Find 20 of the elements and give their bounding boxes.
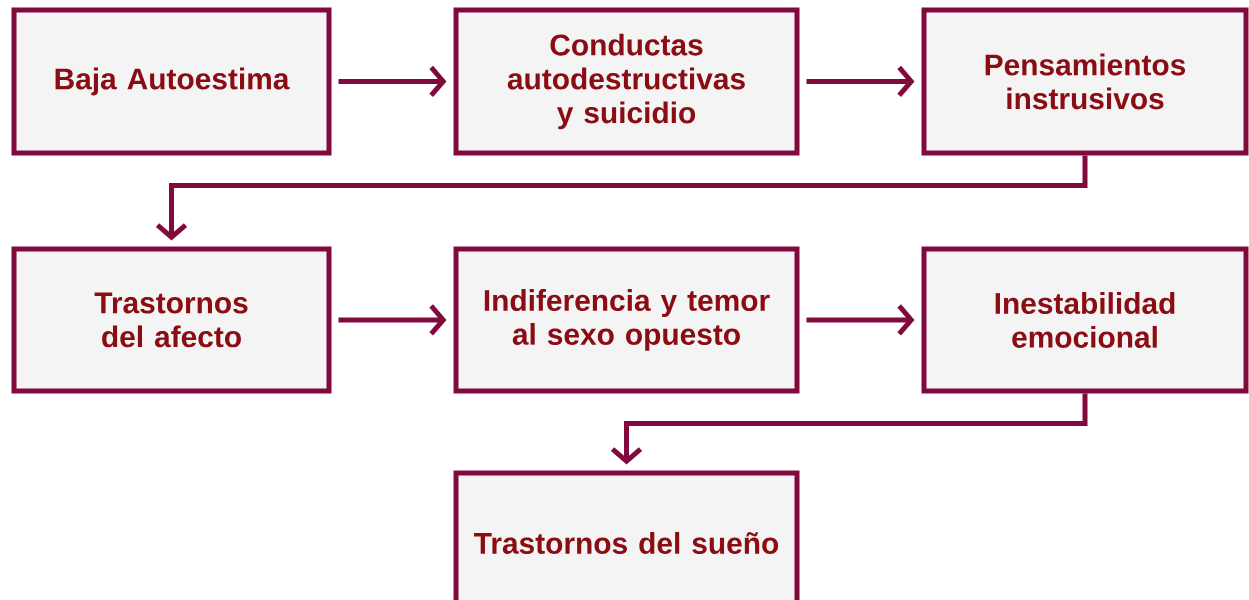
process-box: [453, 246, 800, 394]
arrow: [338, 304, 447, 336]
box-label: Pensamientos instrusivos: [985, 53, 1186, 110]
arrow: [155, 155, 1088, 241]
arrow: [806, 65, 915, 98]
process-box: [921, 7, 1249, 156]
arrow: [806, 304, 915, 336]
box-label: Indiferencia y temor al sexo opuesto: [484, 289, 770, 351]
process-box: [453, 7, 800, 156]
box-label: Trastornos del afecto: [94, 292, 248, 348]
arrow: [338, 65, 447, 98]
box-label: Conductas autodestructivas y suicidio: [507, 33, 745, 130]
process-box: [11, 7, 332, 156]
box-label: Trastornos del sueño: [474, 532, 779, 554]
box-label: Inestabilidad emocional: [995, 292, 1175, 348]
box-label: Baja Autoestima: [55, 67, 290, 96]
arrow: [610, 393, 1088, 465]
process-box: [11, 246, 332, 394]
process-box: [921, 246, 1249, 394]
process-box: [453, 470, 800, 600]
